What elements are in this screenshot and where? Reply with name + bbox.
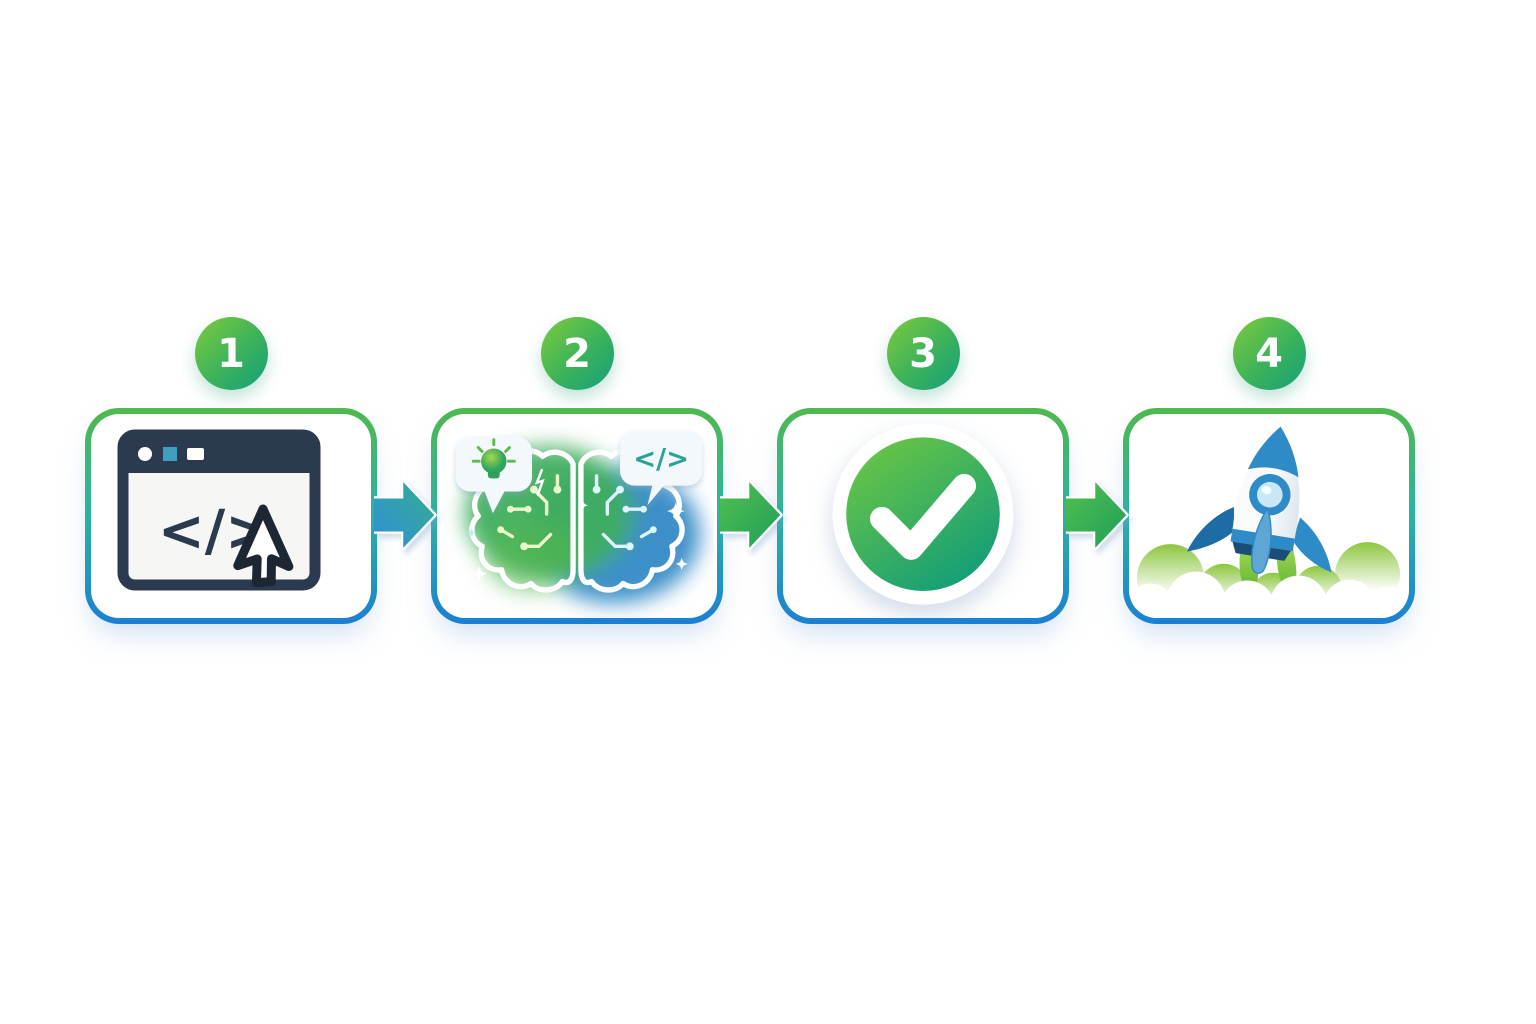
rocket-center-fin <box>1251 506 1272 574</box>
rocket-fin-right <box>1292 517 1332 573</box>
step-card: </> <box>431 408 723 624</box>
step-card <box>1123 408 1415 624</box>
cursor-icon <box>233 504 294 588</box>
check-circle-icon <box>832 423 1014 605</box>
step-4: 4 <box>1123 317 1415 624</box>
checkmark-icon <box>869 473 977 560</box>
rocket-nose <box>1247 426 1299 478</box>
clouds-front <box>1131 571 1407 618</box>
lightbulb-icon <box>471 438 516 479</box>
rocket-launch-icon <box>1131 426 1407 618</box>
code-symbol: </> <box>633 444 689 475</box>
step-card: </> <box>85 408 377 624</box>
arrow-right-icon <box>371 478 438 552</box>
rocket-fin-left <box>1187 507 1235 552</box>
window-square-teal-icon <box>163 447 177 461</box>
step-number: 4 <box>1255 330 1283 377</box>
step-number: 3 <box>909 330 937 377</box>
ai-brain-icon: </> <box>455 430 703 604</box>
step-number-badge: 3 <box>886 317 960 390</box>
step-number: 1 <box>217 330 245 377</box>
step-number: 2 <box>563 330 591 377</box>
window-dot-icon <box>138 447 152 461</box>
step-number-badge: 1 <box>194 317 268 390</box>
rocket-icon <box>1187 426 1332 574</box>
arrow-right-icon <box>1063 478 1130 552</box>
step-number-badge: 2 <box>540 317 614 390</box>
step-1: 1 </> <box>85 317 377 624</box>
step-2: 2 <box>431 317 723 624</box>
lightbulb-bubble <box>455 436 532 514</box>
step-card <box>777 408 1069 624</box>
code-window-cursor-icon: </> <box>117 429 321 591</box>
step-number-badge: 4 <box>1232 317 1306 390</box>
bolt-icon <box>534 468 545 496</box>
step-3: 3 <box>777 317 1069 624</box>
circuit-traces-left <box>497 468 562 551</box>
code-bubble: </> <box>620 430 703 506</box>
window-square-white-icon <box>187 448 204 460</box>
arrow-right-icon <box>717 478 784 552</box>
circuit-traces-right <box>592 474 657 551</box>
